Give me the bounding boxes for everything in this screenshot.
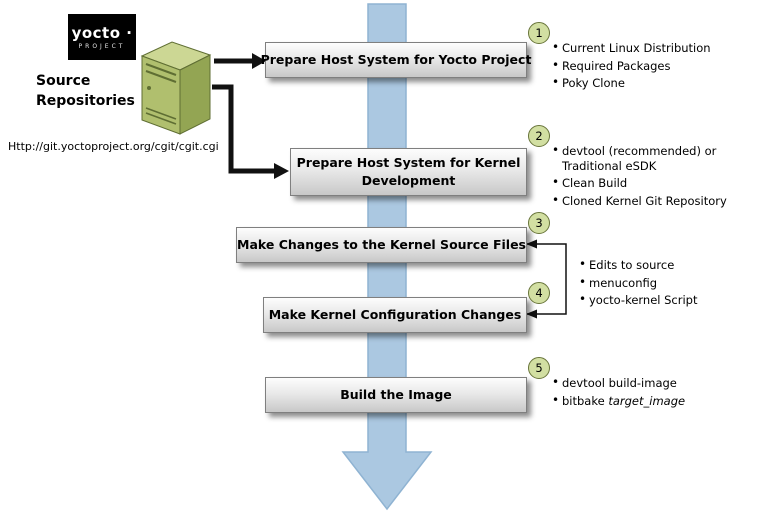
bullet-item: Cloned Kernel Git Repository — [551, 193, 741, 209]
step1-box: Prepare Host System for Yocto Project — [261, 42, 531, 78]
step4-number-badge: 4 — [528, 282, 550, 304]
bullet-item: menuconfig — [578, 275, 738, 291]
source-repository-server-icon — [140, 41, 212, 135]
bullet-item: bitbake target_image — [551, 393, 751, 409]
bitbake-prefix: bitbake — [562, 393, 609, 408]
step1-number-badge: 1 — [528, 22, 550, 44]
step5-box: Build the Image — [265, 377, 527, 413]
step5-bullet-list: devtool build-image bitbake target_image — [551, 375, 751, 411]
bullet-item: Poky Clone — [551, 75, 751, 91]
step3-number-badge: 3 — [528, 212, 550, 234]
bullet-item: Clean Build — [551, 175, 741, 191]
bitbake-target-image: target_image — [608, 393, 686, 408]
bullet-item: Edits to source — [578, 257, 738, 273]
step1-bullet-list: Current Linux Distribution Required Pack… — [551, 40, 751, 94]
bracket-steps-3-4 — [526, 239, 567, 319]
bullet-item: Required Packages — [551, 58, 751, 74]
source-repositories-url: Http://git.yoctoproject.org/cgit/cgit.cg… — [8, 140, 219, 153]
bullet-item: devtool (recommended) or Traditional eSD… — [551, 143, 741, 173]
step5-number-badge: 5 — [528, 357, 550, 379]
arrow-to-step1 — [214, 53, 266, 69]
steps-3-4-bullet-list: Edits to source menuconfig yocto-kernel … — [578, 257, 738, 311]
step3-box: Make Changes to the Kernel Source Files — [236, 227, 527, 263]
step2-box: Prepare Host System for Kernel Developme… — [290, 148, 527, 196]
bullet-item: devtool build-image — [551, 375, 751, 391]
arrow-to-step2 — [212, 84, 289, 179]
yocto-logo: yocto · PROJECT — [68, 14, 136, 60]
bullet-item: yocto-kernel Script — [578, 292, 738, 308]
bullet-item: Current Linux Distribution — [551, 40, 751, 56]
step2-number-badge: 2 — [528, 125, 550, 147]
step4-box: Make Kernel Configuration Changes — [263, 297, 527, 333]
source-repositories-label: Source Repositories — [36, 73, 135, 109]
yocto-logo-subtitle: PROJECT — [78, 43, 126, 50]
yocto-logo-brand: yocto · — [71, 24, 133, 42]
step2-bullet-list: devtool (recommended) or Traditional eSD… — [551, 143, 741, 212]
